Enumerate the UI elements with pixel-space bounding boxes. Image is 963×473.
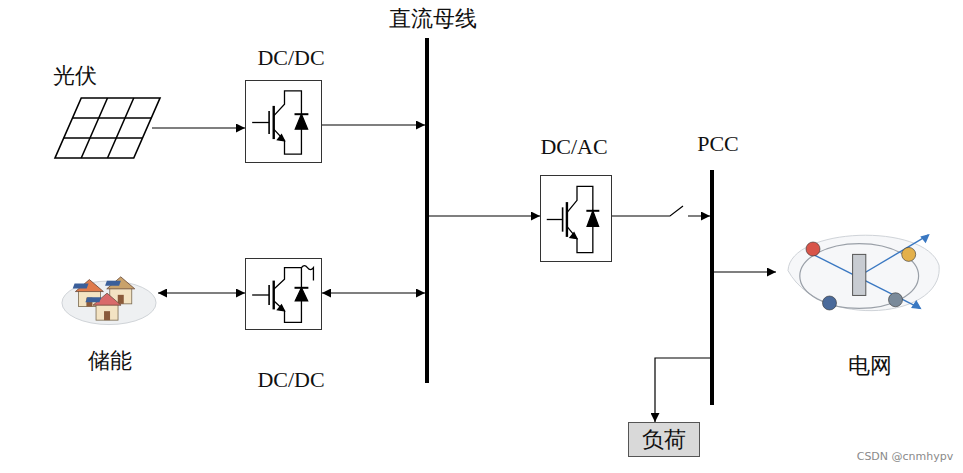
channel-bar — [566, 202, 568, 237]
collector-emitter — [274, 268, 302, 323]
inductor-mark — [301, 266, 313, 281]
connector-line — [655, 358, 710, 422]
panel-cell-line — [73, 117, 152, 119]
gate-plate — [268, 111, 270, 134]
diode-triangle — [295, 114, 307, 129]
watermark: CSDN @cnmhypv — [857, 450, 954, 463]
pv-panel — [55, 98, 160, 158]
component-label: DC/AC — [540, 134, 607, 159]
substation-icon — [853, 254, 866, 295]
channel-bar — [273, 281, 275, 310]
gate-plate — [562, 207, 564, 231]
component-label: 电网 — [848, 353, 892, 378]
diode-triangle — [295, 288, 307, 301]
connector-line — [714, 271, 776, 272]
label-holder: 直流母线 — [389, 6, 477, 31]
panel-cell-line — [64, 137, 143, 139]
igbt-symbol — [252, 91, 308, 154]
igbt-symbol — [547, 186, 600, 252]
label-holder: 光伏 — [53, 63, 97, 88]
emitter-arrow — [278, 135, 285, 141]
component-label: PCC — [697, 131, 739, 156]
converter-box: DC/DC — [245, 258, 322, 330]
grid-site-icon — [889, 293, 903, 307]
pv-array: 光伏 — [55, 98, 160, 158]
panel-frame — [55, 98, 160, 158]
label-holder: 负荷 — [642, 427, 686, 452]
grid-network: 电网 — [780, 222, 945, 330]
gate-lead — [547, 219, 563, 220]
bus-bar: 直流母线 — [425, 38, 429, 383]
grid-cloud — [788, 235, 939, 310]
connector-line — [158, 292, 245, 293]
label-holder: DC/DC — [257, 367, 324, 392]
igbt-symbol — [252, 266, 313, 323]
load-label: 负荷 — [642, 427, 686, 452]
label-holder: DC/AC — [540, 134, 607, 159]
panel-cell-line — [81, 98, 107, 158]
panel-cell-line — [108, 98, 134, 158]
label-holder: 储能 — [88, 348, 132, 373]
house-icon — [85, 293, 121, 320]
illustration — [60, 262, 158, 330]
gate-lead — [252, 122, 269, 123]
grid-site-icon — [806, 242, 820, 256]
bus-bar: PCC — [710, 170, 714, 405]
connector-line — [152, 127, 245, 128]
diode-bar — [295, 287, 309, 289]
gate-plate — [268, 285, 270, 305]
connector-line — [322, 124, 425, 125]
diode-triangle — [587, 211, 599, 227]
component-label: DC/DC — [257, 367, 324, 392]
gate-lead — [252, 294, 269, 295]
channel-bar — [273, 106, 275, 139]
illustration — [246, 259, 321, 329]
converter-box: DC/AC — [540, 175, 612, 262]
connector-line — [612, 206, 710, 216]
label-holder: CSDN @cnmhypv — [857, 446, 954, 464]
component-label: 光伏 — [53, 63, 97, 88]
illustration — [55, 98, 160, 158]
emitter-arrow — [570, 233, 577, 239]
roof-panel — [105, 281, 121, 286]
illustration — [246, 81, 321, 162]
grid-site-icon — [823, 296, 837, 310]
converter-box: DC/DC — [245, 80, 322, 163]
grid-site-icon — [902, 247, 916, 261]
load-box: 负荷 — [628, 422, 700, 457]
connector-line — [429, 215, 540, 216]
component-label: DC/DC — [257, 45, 324, 70]
diode-bar — [586, 210, 599, 212]
roof-panel — [85, 297, 101, 302]
emitter-arrow — [278, 305, 285, 311]
label-holder: DC/DC — [257, 45, 324, 70]
illustration — [780, 222, 945, 330]
connector-line — [322, 292, 425, 293]
collector-emitter — [274, 91, 302, 154]
component-label: 直流母线 — [389, 6, 477, 31]
label-holder: 电网 — [848, 353, 892, 378]
component-label: 储能 — [88, 348, 132, 373]
illustration — [541, 176, 611, 261]
diode-bar — [295, 113, 309, 115]
storage-unit: 储能 — [60, 262, 158, 330]
label-holder: PCC — [697, 131, 739, 156]
roof-panel — [73, 284, 89, 289]
